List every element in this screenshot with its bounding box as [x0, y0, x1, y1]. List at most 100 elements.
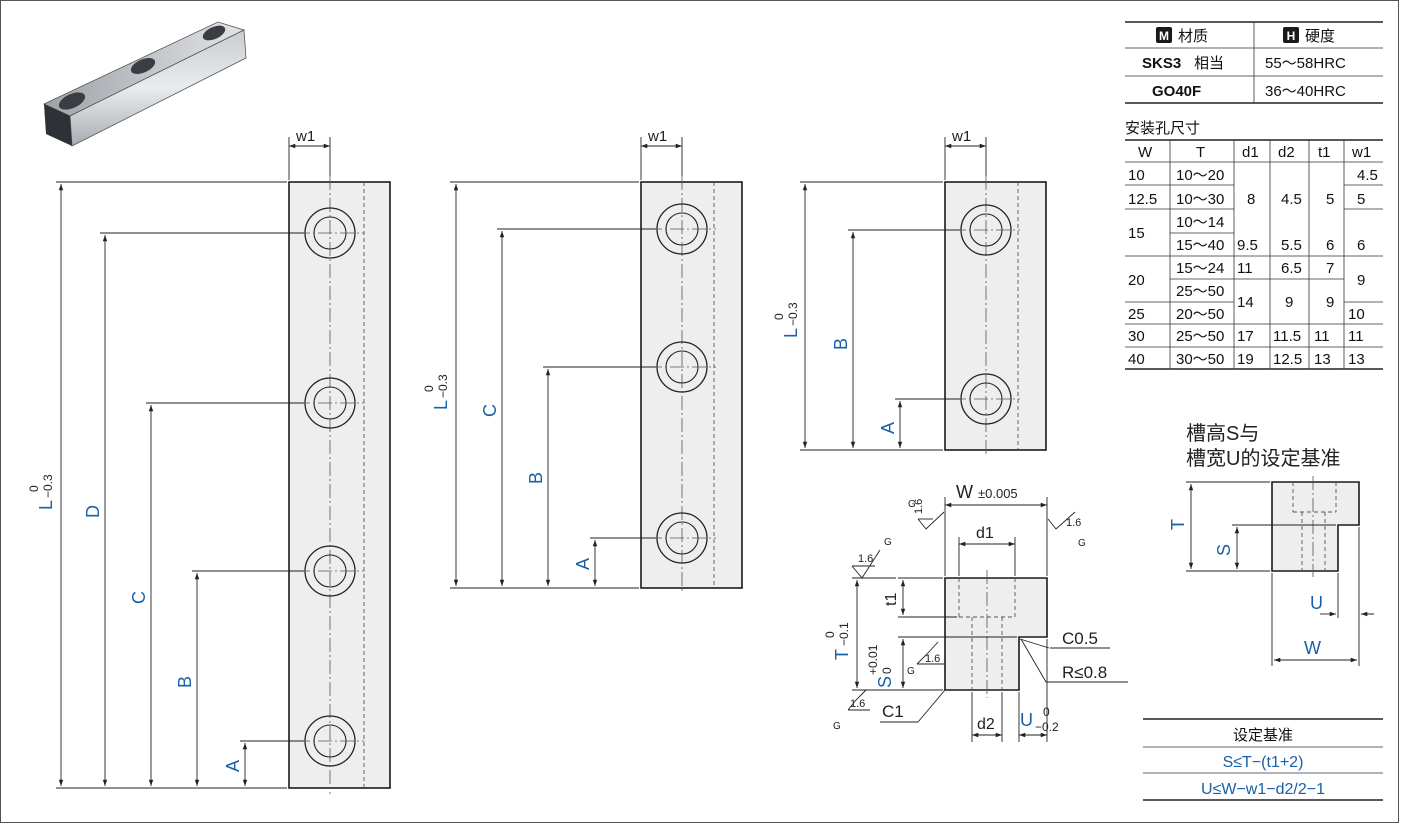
svg-text:4.5: 4.5 — [1357, 167, 1378, 184]
svg-text:13: 13 — [1348, 351, 1365, 368]
T-label: T — [832, 649, 852, 660]
svg-text:H: H — [1287, 29, 1296, 43]
criteria-title: 设定基准 — [1233, 727, 1293, 744]
roughness-mark-top-right: 1.6 G — [1047, 511, 1086, 549]
svg-text:12.5: 12.5 — [1273, 351, 1302, 368]
svg-text:硬度: 硬度 — [1305, 28, 1335, 45]
svg-text:SKS3: SKS3 — [1142, 55, 1181, 72]
svg-text:−0.2: −0.2 — [1035, 720, 1059, 734]
svg-text:G: G — [1078, 538, 1086, 549]
svg-text:A: A — [878, 422, 898, 434]
svg-text:T: T — [1168, 519, 1188, 530]
svg-text:13: 13 — [1314, 351, 1331, 368]
svg-text:−0.3: −0.3 — [786, 302, 800, 326]
hole-3 — [296, 545, 364, 597]
svg-text:L: L — [781, 328, 801, 338]
svg-text:W: W — [1304, 638, 1321, 658]
svg-text:A: A — [573, 558, 593, 570]
svg-text:d2: d2 — [1278, 144, 1295, 161]
svg-text:4.5: 4.5 — [1281, 191, 1302, 208]
svg-text:10: 10 — [1348, 306, 1365, 323]
C05-label: C0.5 — [1062, 629, 1098, 648]
svg-text:G: G — [884, 537, 892, 548]
svg-text:9: 9 — [1285, 294, 1293, 311]
svg-text:w1: w1 — [647, 128, 667, 145]
svg-text:+0.01: +0.01 — [866, 644, 880, 675]
svg-text:9: 9 — [1326, 294, 1334, 311]
view-two-hole: w1 L 0 −0.3 B A — [772, 128, 1047, 456]
svg-text:25～50: 25～50 — [1176, 328, 1224, 345]
roughness-mark-bottom-left: 1.6 G — [833, 689, 870, 732]
view-three-hole: w1 L 0 −0.3 C B A — [422, 128, 743, 594]
svg-text:14: 14 — [1237, 294, 1254, 311]
roughness-mark-top-left: 1.6 G — [908, 499, 945, 530]
criteria-row-2: U≤W−w1−d2/2−1 — [1201, 781, 1325, 798]
svg-text:15: 15 — [1128, 225, 1145, 242]
svg-text:材质: 材质 — [1178, 28, 1208, 45]
svg-text:0: 0 — [880, 667, 894, 674]
C1-label: C1 — [882, 702, 904, 721]
svg-text:0: 0 — [772, 313, 786, 320]
svg-text:17: 17 — [1237, 328, 1254, 345]
svg-text:G: G — [908, 499, 916, 510]
S-label: S — [875, 676, 895, 688]
svg-text:5: 5 — [1326, 191, 1334, 208]
view-four-hole: w1 L 0 −0.3 D C B A — [27, 128, 391, 794]
svg-text:−0.3: −0.3 — [436, 374, 450, 398]
R-label: R≤0.8 — [1062, 663, 1107, 682]
slot-setting-diagram: 槽高S与 槽宽U的设定基准 T S U W — [1168, 422, 1374, 666]
svg-text:15～40: 15～40 — [1176, 237, 1224, 254]
svg-text:6.5: 6.5 — [1281, 260, 1302, 277]
svg-text:L: L — [431, 400, 451, 410]
d1-label: d1 — [976, 525, 994, 542]
material-table: M 材质 H 硬度 SKS3 相当 55～58HRC GO40F 36～40HR… — [1125, 21, 1383, 104]
criteria-table: 设定基准 S≤T−(t1+2) U≤W−w1−d2/2−1 — [1143, 718, 1383, 801]
t1-label: t1 — [883, 593, 900, 606]
svg-text:10～14: 10～14 — [1176, 214, 1224, 231]
svg-text:M: M — [1159, 29, 1169, 43]
A-label: A — [223, 760, 243, 772]
svg-text:B: B — [526, 472, 546, 484]
criteria-row-1: S≤T−(t1+2) — [1223, 754, 1304, 771]
L-tol-lower: −0.3 — [41, 474, 55, 498]
svg-text:20: 20 — [1128, 272, 1145, 289]
svg-text:25～50: 25～50 — [1176, 283, 1224, 300]
svg-text:11: 11 — [1348, 328, 1364, 345]
svg-text:20～50: 20～50 — [1176, 306, 1224, 323]
svg-text:8: 8 — [1247, 191, 1255, 208]
L-tol-upper: 0 — [27, 485, 41, 492]
svg-text:0: 0 — [422, 385, 436, 392]
product-photo — [43, 21, 247, 147]
svg-text:C: C — [480, 404, 500, 417]
svg-text:t1: t1 — [1318, 144, 1331, 161]
slot-note-line1: 槽高S与 — [1186, 422, 1259, 445]
svg-text:相当: 相当 — [1194, 55, 1224, 72]
hole-size-table: 安装孔尺寸 W T d1 d2 t1 w1 10 12.5 15 20 25 3… — [1125, 120, 1383, 370]
svg-text:11.5: 11.5 — [1273, 328, 1301, 345]
svg-text:0: 0 — [1043, 705, 1050, 719]
hole-2 — [296, 377, 364, 429]
W-label: W — [956, 482, 973, 502]
svg-text:G: G — [833, 721, 841, 732]
svg-text:15～24: 15～24 — [1176, 260, 1224, 277]
B-label: B — [175, 676, 195, 688]
svg-text:S: S — [1214, 544, 1234, 556]
svg-text:GO40F: GO40F — [1152, 83, 1201, 100]
hole-1 — [296, 207, 364, 259]
svg-text:5.5: 5.5 — [1281, 237, 1302, 254]
svg-text:40: 40 — [1128, 351, 1145, 368]
svg-text:1.6: 1.6 — [925, 653, 940, 665]
svg-text:10～20: 10～20 — [1176, 167, 1224, 184]
svg-text:1.6: 1.6 — [850, 698, 865, 710]
svg-text:1.6: 1.6 — [1066, 517, 1081, 529]
slot-note-line2: 槽宽U的设定基准 — [1186, 447, 1340, 470]
svg-text:10: 10 — [1128, 167, 1145, 184]
svg-text:1.6: 1.6 — [913, 499, 925, 514]
svg-text:T: T — [1196, 144, 1205, 161]
d2-label: d2 — [977, 716, 995, 733]
w1-label: w1 — [295, 128, 315, 145]
svg-text:w1: w1 — [951, 128, 971, 145]
C-label: C — [129, 591, 149, 604]
